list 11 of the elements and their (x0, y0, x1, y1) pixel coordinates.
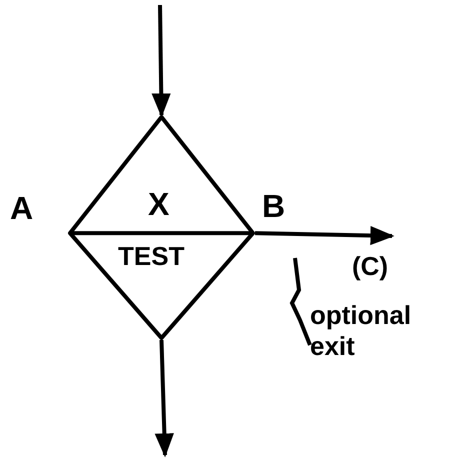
decision-label: X (148, 188, 170, 220)
arrow (152, 4, 171, 118)
vertex-label: A (10, 192, 34, 224)
decision-label: TEST (118, 243, 184, 269)
decision-diamond (68, 115, 255, 340)
annotation-text: optional exit (310, 300, 412, 362)
exit-label: (C) (352, 253, 388, 279)
leader-line (290, 258, 312, 346)
vertex-label: B (262, 190, 286, 222)
arrow (154, 340, 174, 458)
arrow (254, 226, 394, 246)
